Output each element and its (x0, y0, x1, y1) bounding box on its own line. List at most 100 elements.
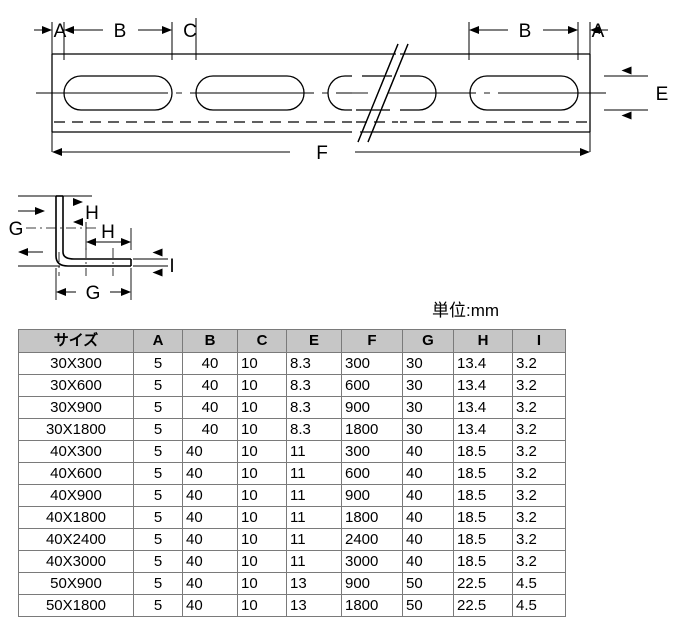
cell-c: 10 (237, 528, 287, 551)
cell-i: 3.2 (512, 418, 566, 441)
col-header-c: C (237, 329, 287, 353)
cell-a: 5 (133, 572, 183, 595)
slot-2 (195, 75, 305, 111)
cell-h: 18.5 (453, 440, 513, 463)
section-centerlines (26, 227, 114, 276)
col-header-i: I (512, 329, 566, 353)
cell-f: 300 (341, 440, 403, 463)
cell-a: 5 (133, 440, 183, 463)
cell-size: 30X1800 (18, 418, 134, 441)
cell-e: 11 (286, 462, 342, 485)
cell-a: 5 (133, 396, 183, 419)
cell-g: 50 (402, 594, 454, 617)
cell-b: 40 (182, 594, 238, 617)
col-header-b: B (182, 329, 238, 353)
cell-e: 11 (286, 484, 342, 507)
cell-c: 10 (237, 484, 287, 507)
cell-a: 5 (133, 352, 183, 375)
cell-a: 5 (133, 594, 183, 617)
cell-h: 18.5 (453, 550, 513, 573)
units-note: 単位:mm (432, 301, 500, 320)
cell-size: 40X2400 (18, 528, 134, 551)
cell-c: 10 (237, 594, 287, 617)
cell-b: 40 (182, 506, 238, 529)
label-a-right: A (592, 21, 605, 42)
cell-g: 40 (402, 462, 454, 485)
label-g-horizontal: G (86, 283, 101, 304)
label-h-horizontal: H (101, 222, 115, 243)
slot-1 (63, 75, 173, 111)
cell-size: 30X300 (18, 352, 134, 375)
cell-g: 40 (402, 528, 454, 551)
cell-size: 30X600 (18, 374, 134, 397)
cell-size: 40X600 (18, 462, 134, 485)
cell-h: 22.5 (453, 594, 513, 617)
cell-a: 5 (133, 506, 183, 529)
cell-a: 5 (133, 528, 183, 551)
cell-h: 18.5 (453, 462, 513, 485)
cell-g: 40 (402, 506, 454, 529)
dimension-g-vertical (18, 207, 45, 256)
label-f: F (316, 143, 328, 164)
cell-g: 30 (402, 352, 454, 375)
cell-b: 40 (182, 528, 238, 551)
cell-e: 8.3 (286, 418, 342, 441)
cell-h: 13.4 (453, 418, 513, 441)
cell-h: 22.5 (453, 572, 513, 595)
cell-e: 8.3 (286, 352, 342, 375)
cell-g: 40 (402, 440, 454, 463)
cell-f: 600 (341, 462, 403, 485)
cell-size: 50X900 (18, 572, 134, 595)
cell-f: 3000 (341, 550, 403, 573)
cell-b: 40 (182, 418, 238, 441)
cell-g: 40 (402, 484, 454, 507)
cell-e: 13 (286, 594, 342, 617)
cell-size: 40X3000 (18, 550, 134, 573)
cell-c: 10 (237, 352, 287, 375)
dimension-h-vertical (73, 198, 83, 226)
cell-e: 8.3 (286, 396, 342, 419)
cell-b: 40 (182, 440, 238, 463)
cell-g: 30 (402, 418, 454, 441)
cell-f: 2400 (341, 528, 403, 551)
cell-e: 11 (286, 440, 342, 463)
cell-c: 10 (237, 374, 287, 397)
cell-e: 11 (286, 528, 342, 551)
cell-size: 30X900 (18, 396, 134, 419)
col-header-g: G (402, 329, 454, 353)
label-a-left: A (54, 21, 67, 42)
cell-f: 300 (341, 352, 403, 375)
cell-a: 5 (133, 550, 183, 573)
cell-i: 3.2 (512, 462, 566, 485)
cell-f: 600 (341, 374, 403, 397)
cell-size: 50X1800 (18, 594, 134, 617)
cell-a: 5 (133, 418, 183, 441)
cell-b: 40 (182, 462, 238, 485)
cell-i: 3.2 (512, 396, 566, 419)
cell-i: 3.2 (512, 528, 566, 551)
col-header-h: H (453, 329, 513, 353)
cell-e: 8.3 (286, 374, 342, 397)
cell-b: 40 (182, 550, 238, 573)
cell-b: 40 (182, 484, 238, 507)
cell-c: 10 (237, 418, 287, 441)
cell-h: 13.4 (453, 374, 513, 397)
cell-b: 40 (182, 396, 238, 419)
col-header-f: F (341, 329, 403, 353)
table-header-row: サイズ A B C E F G H I (18, 329, 566, 353)
cell-size: 40X300 (18, 440, 134, 463)
technical-drawing: A B C B A E F G G H H I (9, 18, 668, 304)
cell-g: 30 (402, 396, 454, 419)
cell-h: 13.4 (453, 352, 513, 375)
